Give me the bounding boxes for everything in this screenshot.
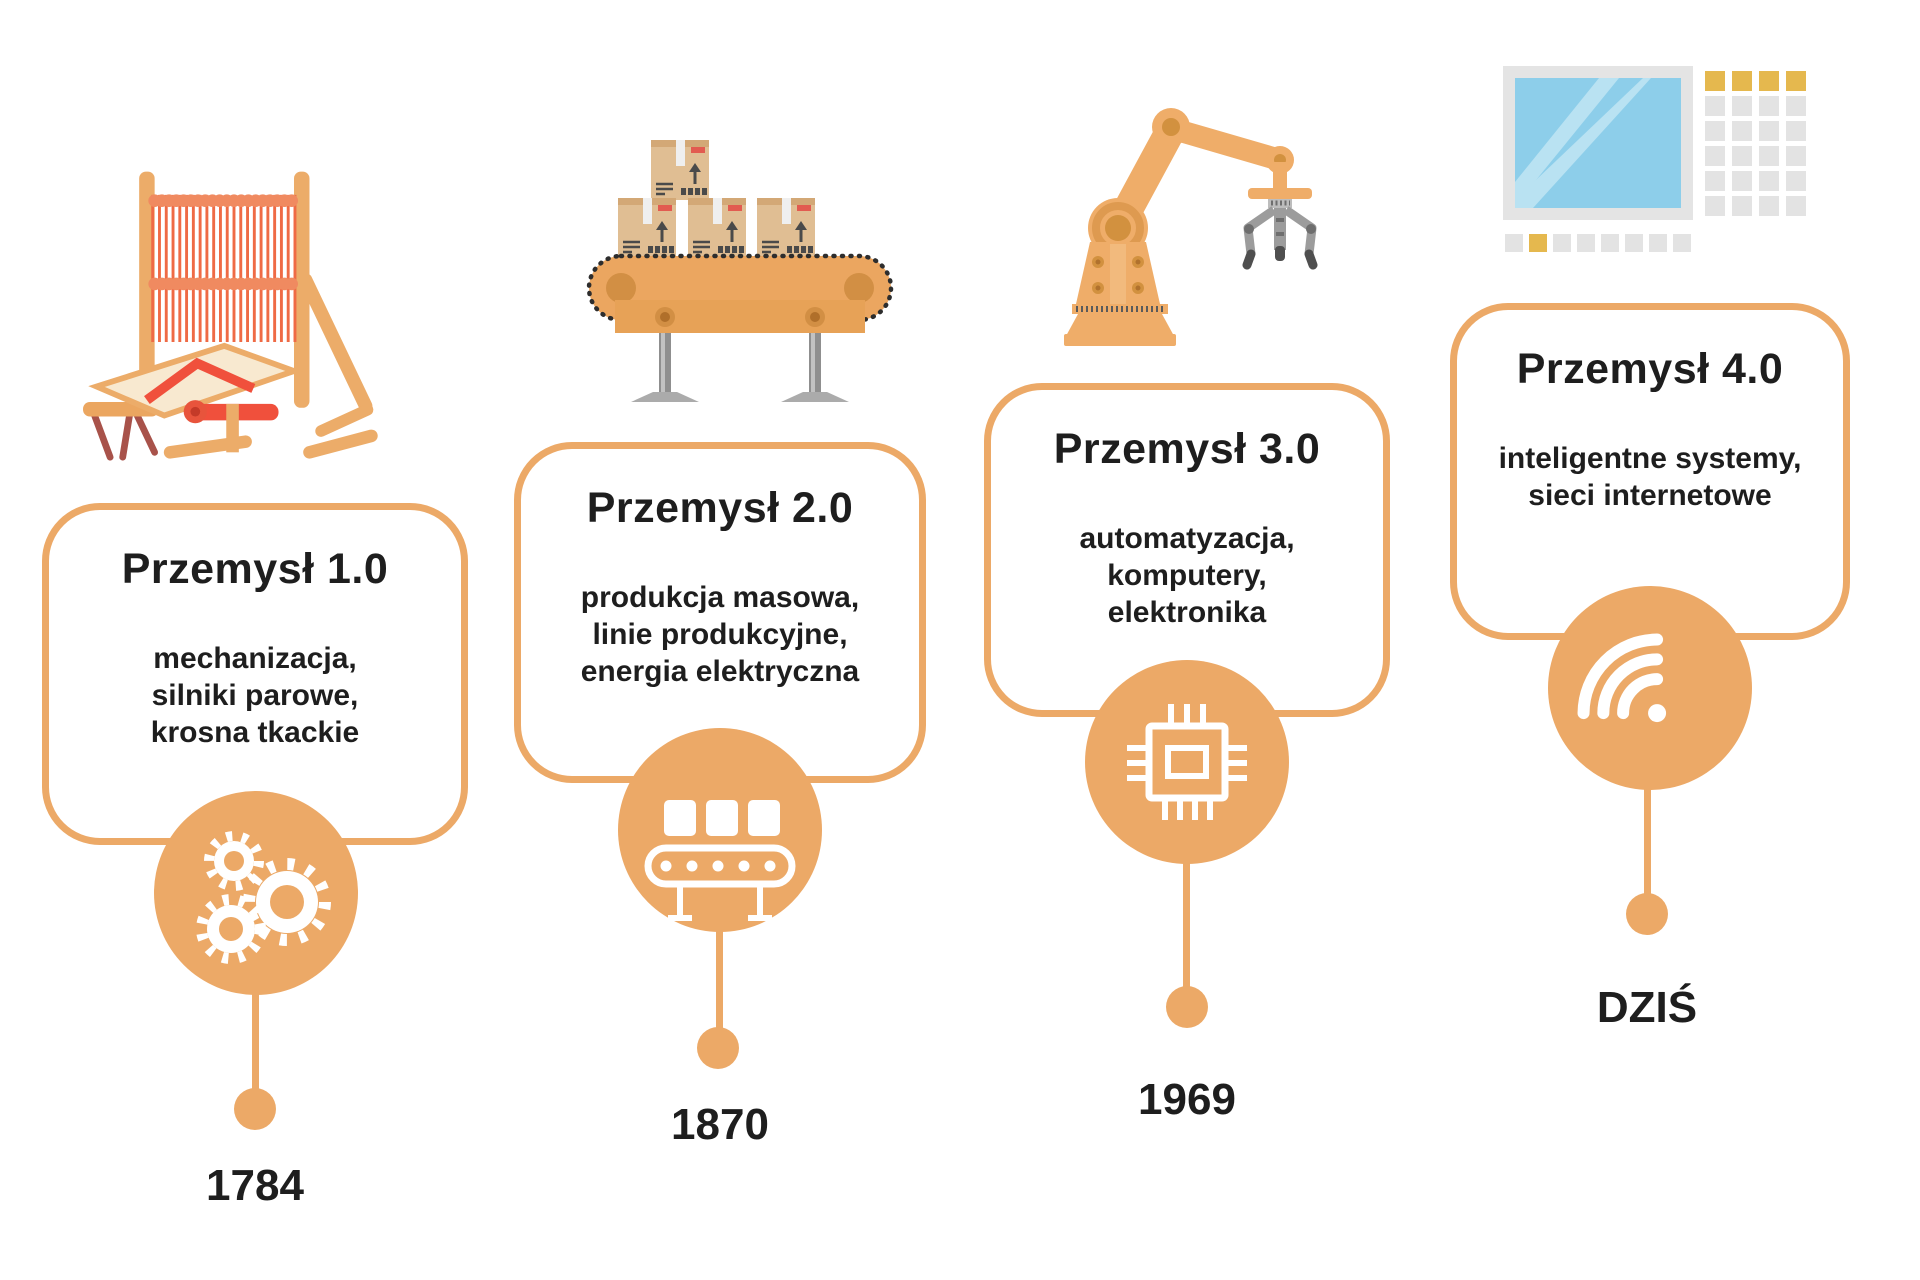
- conveyor-belt-illustration: [585, 140, 895, 412]
- timeline-stem: [252, 985, 259, 1095]
- timeline-dot: [1626, 893, 1668, 935]
- stage-description: inteligentne systemy, sieci internetowe: [1498, 442, 1802, 512]
- conveyor-belt-icon: [618, 728, 822, 932]
- timeline-dot: [234, 1088, 276, 1130]
- year-label: 1784: [206, 1161, 304, 1210]
- microchip-icon: [1085, 660, 1289, 864]
- gears-icon: [154, 791, 358, 995]
- stage-title: Przemysł 1.0: [121, 545, 389, 593]
- year-label: DZIŚ: [1596, 983, 1698, 1032]
- weaving-loom-illustration: [78, 162, 390, 462]
- stage-title: Przemysł 2.0: [586, 484, 854, 532]
- robot-arm-illustration: [1052, 86, 1332, 346]
- timeline-stem: [1183, 855, 1190, 995]
- year-label: 1969: [1138, 1075, 1236, 1124]
- timeline-stem: [1644, 780, 1651, 900]
- stage-title: Przemysł 4.0: [1516, 345, 1784, 393]
- timeline-dot: [697, 1027, 739, 1069]
- stage-description: produkcja masowa, linie produkcyjne, ene…: [580, 581, 860, 688]
- control-panel-illustration: [1503, 62, 1813, 262]
- year-label: 1870: [671, 1100, 769, 1149]
- timeline-stem: [716, 920, 723, 1035]
- stage-title: Przemysł 3.0: [1053, 425, 1321, 473]
- timeline-dot: [1166, 986, 1208, 1028]
- stage-description: mechanizacja, silniki parowe, krosna tka…: [150, 642, 360, 749]
- wifi-icon: [1548, 586, 1752, 790]
- stage-description: automatyzacja, komputery, elektronika: [1079, 522, 1295, 629]
- stage-card: Przemysł 4.0 inteligentne systemy, sieci…: [1450, 303, 1850, 640]
